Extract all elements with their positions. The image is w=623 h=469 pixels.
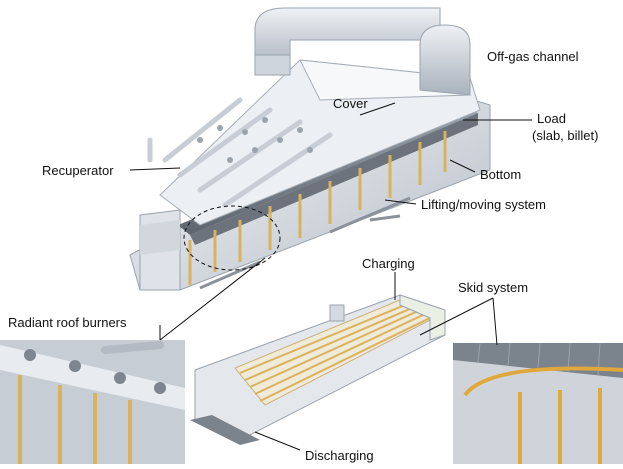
charging-label: Charging [362,256,415,271]
bottom-leader [449,159,476,173]
skid-overview [190,294,446,445]
skid-leader-1 [419,297,494,336]
lifting-moving-system-label: Lifting/moving system [421,197,546,212]
skid-leader-2 [492,297,498,346]
recuperator-burner-tips [197,117,313,163]
radiant-roof-burners-label: Radiant roof burners [8,315,127,330]
main-furnace [129,7,491,291]
skid-system-label: Skid system [458,280,529,295]
discharging-leader [254,431,301,451]
off-gas-duct [254,7,471,96]
recuperator-label: Recuperator [42,163,114,178]
leader-lines [129,102,532,451]
lifting-beams [199,196,411,290]
skid-detail-inset [453,342,623,464]
zoom-circle [183,205,281,271]
cover-leader [359,102,396,116]
load-label: Load [537,111,566,126]
off-gas-channel-label: Off-gas channel [487,49,579,64]
recuperator-leader [129,167,181,171]
recuperator-pipes [147,97,333,208]
discharging-label: Discharging [305,448,374,463]
lifting-leader [384,199,417,205]
zoom-leader [159,257,266,341]
bottom-label: Bottom [480,167,522,182]
cover-label: Cover [333,96,368,111]
roof-burners-inset [0,340,185,464]
load-sublabel: (slab, billet) [532,128,599,143]
skid-posts [188,131,447,285]
